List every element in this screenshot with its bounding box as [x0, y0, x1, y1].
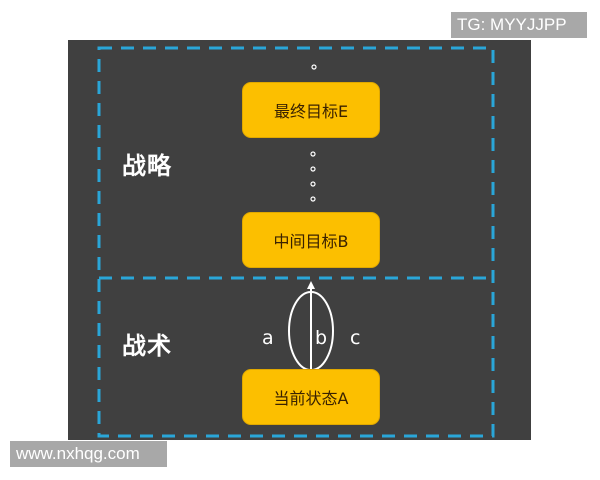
- watermark-telegram: TG: MYYJJPP: [451, 12, 587, 38]
- current-state-label: 当前状态A: [273, 389, 349, 408]
- strategy-label: 战略: [122, 152, 172, 180]
- strategy-tactics-dashed-border: [97, 46, 495, 438]
- ellipsis-dot: [310, 151, 316, 157]
- intermediate-goal-label: 中间目标B: [273, 232, 349, 251]
- path-label-c: c: [350, 327, 361, 349]
- arrow-head-icon: [307, 281, 315, 289]
- ellipsis-dot: [310, 166, 316, 172]
- ellipsis-dot: [311, 64, 317, 70]
- final-goal-label: 最终目标E: [273, 102, 349, 121]
- ellipsis-dot: [310, 181, 316, 187]
- tactics-label: 战术: [122, 332, 172, 360]
- path-label-b: b: [315, 327, 328, 349]
- ellipsis-dot: [310, 196, 316, 202]
- current-state-box: 当前状态A: [242, 369, 380, 425]
- path-label-a: a: [262, 327, 274, 349]
- final-goal-box: 最终目标E: [242, 82, 380, 138]
- watermark-website: www.nxhqg.com: [10, 441, 167, 467]
- intermediate-goal-box: 中间目标B: [242, 212, 380, 268]
